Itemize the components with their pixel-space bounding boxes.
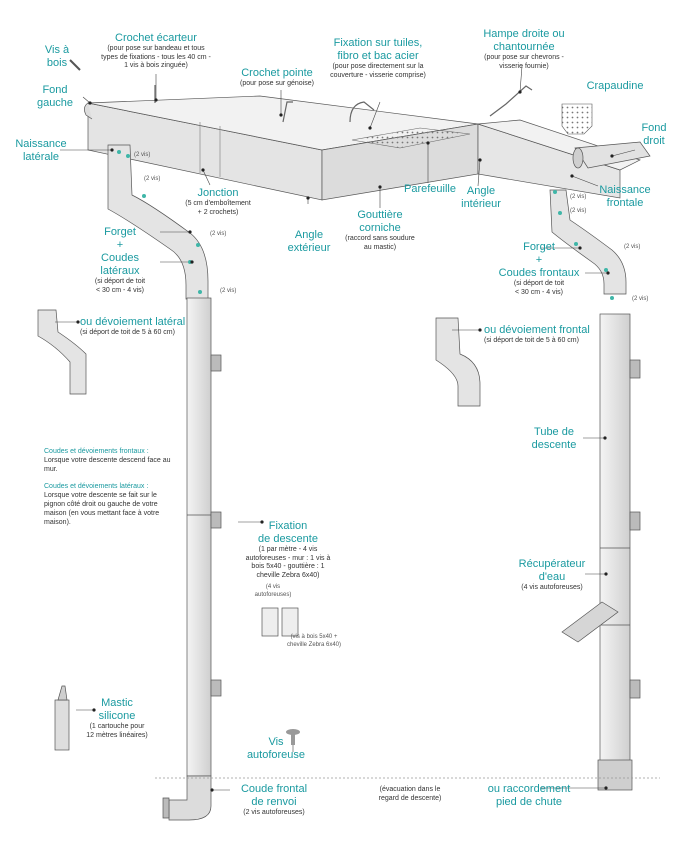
vis-tag: (2 vis): [220, 288, 237, 294]
label-fond-gauche: Fond gauche: [36, 84, 74, 109]
vis-tag: (2 vis): [632, 296, 649, 302]
vis-autoforeuse-shape: [286, 729, 300, 745]
vis-tag: (2 vis): [210, 231, 227, 237]
label-devoiement-lateral: ou dévoiement latéral(si déport de toit …: [80, 316, 186, 336]
lateral-frontal-note: Coudes et dévoiements frontaux : Lorsque…: [44, 447, 172, 527]
label-naissance-frontale: Naissance frontale: [599, 184, 651, 209]
label-jonction: Jonction(5 cm d'emboîtement + 2 crochets…: [185, 187, 251, 216]
label-vis-a-bois: Vis à bois: [44, 44, 70, 69]
fixation-bracket-detail: [261, 607, 299, 637]
anchor-dots: [76, 90, 614, 792]
label-recuperateur: Récupérateur d'eau(4 vis autoforeuses): [518, 558, 586, 591]
label-angle-interieur: Angle intérieur: [461, 185, 501, 210]
left-downpipe: [162, 297, 222, 821]
label-fond-droit: Fond droit: [641, 122, 667, 147]
vis-tag: (2 vis): [144, 176, 161, 182]
label-hampe-droite: Hampe droite ou chantournée(pour pose su…: [483, 28, 565, 70]
label-vis-autoforeuse: Vis autoforeuse: [246, 736, 306, 761]
note-frontaux-title: Coudes et dévoiements frontaux :: [44, 448, 149, 455]
label-coude-renvoi: Coude frontal de renvoi(2 vis autoforeus…: [240, 783, 308, 816]
label-crapaudine: Crapaudine: [586, 80, 644, 92]
label-angle-exterieur: Angle extérieur: [287, 229, 331, 254]
right-downpipe: [561, 313, 641, 791]
devoiement-frontal-shape: [435, 317, 481, 407]
vis-tag: (2 vis): [570, 208, 587, 214]
vis-tag: (2 vis): [624, 244, 641, 250]
label-forget-frontaux: Forget + Coudes frontaux(si déport de to…: [498, 241, 580, 296]
label-crochet-pointe: Crochet pointe(pour pose sur génoise): [240, 67, 314, 87]
right-elbow: [549, 189, 627, 295]
vis-tag: (2 vis): [570, 194, 587, 200]
label-forget-lateraux: Forget + Coudes latéraux(si déport de to…: [94, 226, 146, 294]
vis-tag: (2 vis): [134, 152, 151, 158]
parefeuille-grid: [351, 127, 471, 149]
screw-dots: [117, 150, 614, 300]
label-mastic: Mastic silicone(1 cartouche pour 12 mètr…: [86, 697, 148, 739]
label-parefeuille: Parefeuille: [404, 183, 456, 195]
label-naissance-laterale: Naissance latérale: [15, 138, 67, 163]
label-gouttiere-corniche: Gouttière corniche(raccord sans soudure …: [345, 209, 415, 251]
note-lateraux-title: Coudes et dévoiements latéraux :: [44, 483, 149, 490]
label-devoiement-frontal: ou dévoiement frontal(si déport de toit …: [484, 324, 590, 344]
label-evacuation: (évacuation dans le regard de descente): [378, 786, 442, 802]
leader-lines: [55, 65, 636, 791]
fix-detail-vis-bois: (vis à bois 5x40 + cheville Zebra 6x40): [286, 634, 342, 648]
label-fixation-descente: Fixation de descente(1 par mètre - 4 vis…: [245, 520, 331, 579]
label-tube-descente: Tube de descente: [531, 426, 577, 451]
fixings: [69, 59, 533, 123]
devoiement-lateral-shape: [37, 309, 87, 395]
note-frontaux-text: Lorsque votre descente descend face au m…: [44, 457, 171, 473]
label-raccordement: ou raccordement pied de chute: [487, 783, 571, 808]
label-fixation-tuiles: Fixation sur tuiles, fibro et bac acier(…: [330, 37, 426, 79]
mastic-cartridge: [54, 685, 70, 751]
crapaudine-shape: [561, 103, 593, 135]
fix-detail-4vis: (4 vis autoforeuses): [254, 584, 292, 598]
note-lateraux-text: Lorsque votre descente se fait sur le pi…: [44, 492, 160, 526]
label-crochet-ecarteur: Crochet écarteur(pour pose sur bandeau e…: [101, 32, 211, 69]
